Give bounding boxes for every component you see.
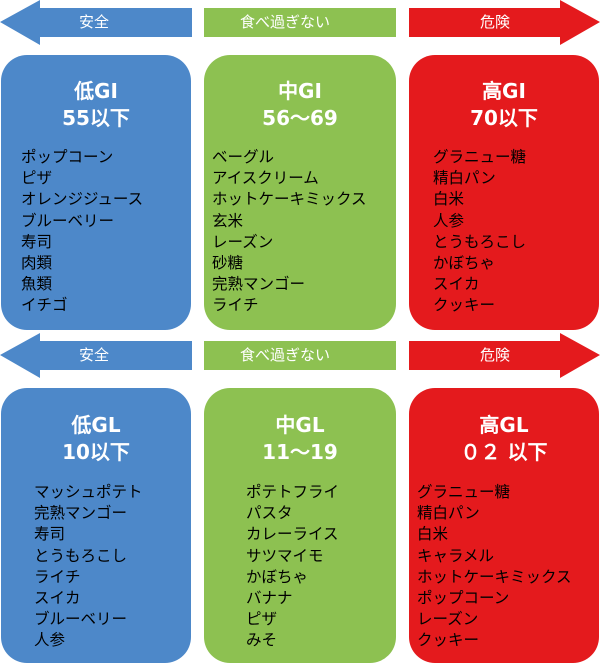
list-item: スイカ bbox=[34, 589, 81, 608]
list-item: イチゴ bbox=[21, 296, 68, 315]
list-item: アイスクリーム bbox=[212, 169, 319, 188]
bottom-safe-label: 安全 bbox=[79, 346, 110, 364]
list-item: 肉類 bbox=[21, 254, 53, 273]
high-gi-title: 高GI bbox=[482, 79, 526, 103]
list-item: ベーグル bbox=[212, 148, 275, 166]
list-item: 寿司 bbox=[21, 232, 53, 251]
high-gi-box: 高GI 70以下 グラニュー糖 精白パン 白米 人参 とうもろこし かぼちゃ ス… bbox=[409, 55, 599, 330]
list-item: 人参 bbox=[433, 211, 465, 230]
list-item: 人参 bbox=[34, 631, 66, 650]
mid-gi-range: 56～69 bbox=[262, 106, 338, 130]
list-item: カレーライス bbox=[246, 525, 339, 544]
mid-gl-title: 中GL bbox=[275, 413, 325, 437]
low-gi-range: 55以下 bbox=[62, 106, 130, 130]
list-item: みそ bbox=[246, 631, 278, 650]
danger-arrow-right bbox=[409, 0, 600, 45]
high-gl-title: 高GL bbox=[479, 413, 529, 437]
high-gi-range: 70以下 bbox=[470, 106, 538, 130]
mid-gl-list: ポテトフライ パスタ カレーライス サツマイモ かぼちゃ バナナ ピザ みそ bbox=[246, 482, 339, 652]
mid-gi-list: ベーグル アイスクリーム ホットケーキミックス 玄米 レーズン 砂糖 完熟マンゴ… bbox=[212, 147, 367, 317]
low-gl-box: 低GL 10以下 マッシュポテト 完熟マンゴー 寿司 とうもろこし ライチ スイ… bbox=[1, 388, 191, 663]
list-item: とうもろこし bbox=[34, 546, 128, 565]
high-gi-list: グラニュー糖 精白パン 白米 人参 とうもろこし かぼちゃ スイカ クッキー bbox=[433, 147, 526, 317]
safe-arrow-left bbox=[0, 333, 192, 378]
bottom-moderate-label: 食べ過ぎない bbox=[240, 346, 331, 364]
list-item: クッキー bbox=[433, 296, 496, 315]
list-item: キャラメル bbox=[417, 546, 495, 565]
danger-arrow-right bbox=[409, 333, 600, 378]
mid-gi-box: 中GI 56～69 ベーグル アイスクリーム ホットケーキミックス 玄米 レーズ… bbox=[204, 55, 396, 330]
top-moderate-label: 食べ過ぎない bbox=[240, 13, 331, 31]
list-item: グラニュー糖 bbox=[433, 148, 527, 166]
list-item: サツマイモ bbox=[246, 546, 324, 565]
mid-gi-title: 中GI bbox=[278, 79, 322, 103]
safe-arrow-left bbox=[0, 0, 192, 45]
list-item: バナナ bbox=[246, 589, 293, 608]
list-item: 玄米 bbox=[212, 211, 244, 230]
list-item: ポップコーン bbox=[417, 589, 510, 608]
list-item: とうもろこし bbox=[433, 232, 527, 251]
list-item: 魚類 bbox=[21, 275, 53, 294]
low-gi-title: 低GI bbox=[74, 79, 118, 103]
list-item: 精白パン bbox=[417, 504, 480, 523]
list-item: ピザ bbox=[21, 169, 53, 188]
list-item: 精白パン bbox=[433, 169, 496, 188]
list-item: オレンジジュース bbox=[21, 190, 144, 209]
high-gl-range: ０２ 以下 bbox=[460, 440, 548, 464]
list-item: 完熟マンゴー bbox=[34, 504, 128, 523]
moderate-bar bbox=[204, 8, 396, 37]
list-item: かぼちゃ bbox=[246, 567, 309, 586]
low-gl-title: 低GL bbox=[71, 413, 121, 437]
list-item: 砂糖 bbox=[212, 254, 244, 273]
mid-gl-box: 中GL 11～19 ポテトフライ パスタ カレーライス サツマイモ かぼちゃ バ… bbox=[204, 388, 396, 663]
list-item: 寿司 bbox=[34, 525, 66, 544]
list-item: グラニュー糖 bbox=[417, 483, 511, 501]
list-item: クッキー bbox=[417, 631, 480, 650]
list-item: マッシュポテト bbox=[34, 483, 143, 501]
list-item: ポップコーン bbox=[21, 148, 114, 166]
top-danger-label: 危険 bbox=[480, 13, 511, 31]
top-band-arrows bbox=[0, 0, 600, 45]
low-gi-list: ポップコーン ピザ オレンジジュース ブルーベリー 寿司 肉類 魚類 イチゴ bbox=[21, 147, 143, 317]
list-item: ブルーベリー bbox=[34, 610, 128, 629]
list-item: レーズン bbox=[417, 610, 479, 629]
list-item: ポテトフライ bbox=[246, 483, 340, 501]
list-item: 白米 bbox=[433, 190, 465, 209]
list-item: パスタ bbox=[246, 504, 293, 523]
top-safe-label: 安全 bbox=[79, 13, 110, 31]
list-item: ライチ bbox=[34, 567, 81, 586]
high-gl-list: グラニュー糖 精白パン 白米 キャラメル ホットケーキミックス ポップコーン レ… bbox=[417, 482, 572, 652]
high-gl-box: 高GL ０２ 以下 グラニュー糖 精白パン 白米 キャラメル ホットケーキミック… bbox=[409, 388, 599, 663]
list-item: かぼちゃ bbox=[433, 254, 496, 273]
bottom-danger-label: 危険 bbox=[480, 346, 511, 364]
list-item: ホットケーキミックス bbox=[212, 190, 367, 209]
list-item: 完熟マンゴー bbox=[212, 275, 306, 294]
moderate-bar bbox=[204, 341, 396, 370]
list-item: ブルーベリー bbox=[21, 211, 115, 230]
list-item: ホットケーキミックス bbox=[417, 567, 572, 586]
list-item: ライチ bbox=[212, 296, 259, 315]
list-item: ピザ bbox=[246, 610, 278, 629]
list-item: レーズン bbox=[212, 232, 274, 251]
mid-gl-range: 11～19 bbox=[262, 440, 338, 464]
list-item: 白米 bbox=[417, 525, 449, 544]
low-gi-box: 低GI 55以下 ポップコーン ピザ オレンジジュース ブルーベリー 寿司 肉類… bbox=[1, 55, 191, 330]
list-item: スイカ bbox=[433, 275, 480, 294]
bottom-band-arrows bbox=[0, 333, 600, 378]
low-gl-range: 10以下 bbox=[62, 440, 130, 464]
low-gl-list: マッシュポテト 完熟マンゴー 寿司 とうもろこし ライチ スイカ ブルーベリー … bbox=[34, 482, 143, 652]
